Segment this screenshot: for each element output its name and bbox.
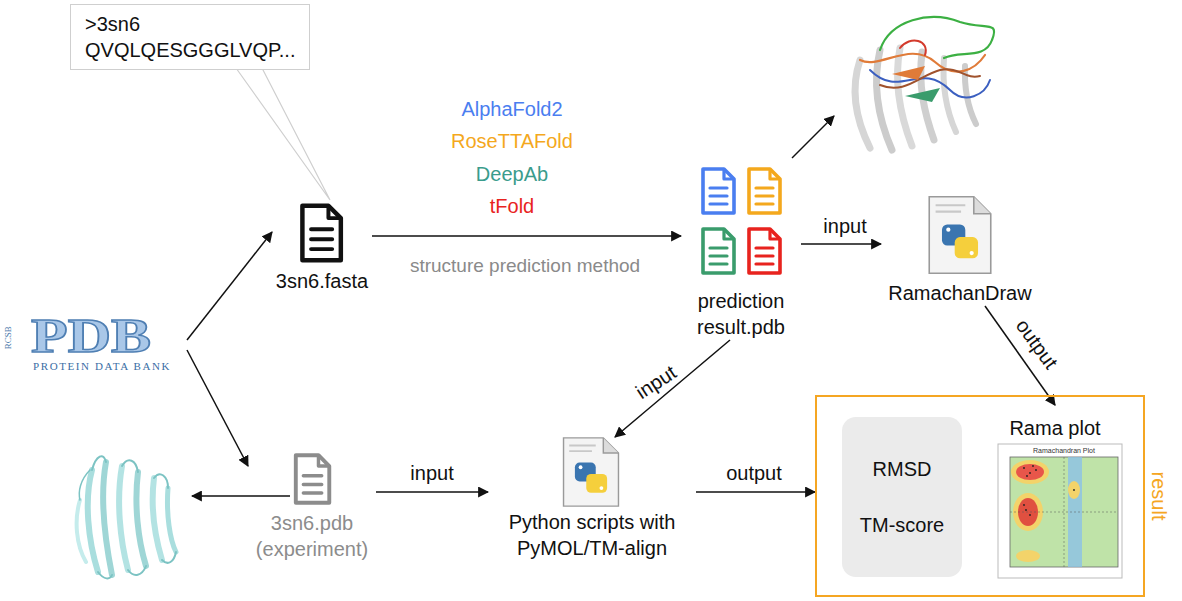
art-stroke xyxy=(153,478,162,560)
art-stroke xyxy=(1016,550,1040,562)
method-name: RoseTTAFold xyxy=(451,129,573,153)
flow-arrow xyxy=(376,491,488,493)
art-stroke xyxy=(88,470,98,572)
ramachandraw-script: RamachanDraw xyxy=(881,192,1039,306)
fasta-file-icon xyxy=(302,206,340,261)
rama-plot-box: Rama plot xyxy=(975,405,1135,587)
node-text: Python scripts with PyMOL/TM-align xyxy=(488,509,696,561)
flow-arrow xyxy=(187,232,272,340)
python-scripts: Python scripts with PyMOL/TM-align xyxy=(488,437,696,561)
art-stroke xyxy=(1073,489,1075,491)
node-text: Rama plot xyxy=(975,415,1135,441)
plot-title: Ramachandran Plot xyxy=(1033,447,1095,455)
art-stroke xyxy=(1023,504,1025,506)
art-stroke xyxy=(1035,469,1037,471)
art-stroke xyxy=(1032,465,1034,467)
art-stroke xyxy=(103,462,112,575)
prediction-file-icon xyxy=(703,229,734,273)
edge-label: input xyxy=(631,360,680,404)
art-stroke xyxy=(892,66,925,80)
art-stroke xyxy=(98,552,176,578)
python-script-icon xyxy=(564,438,619,506)
node-text: RCSB xyxy=(3,326,15,349)
flow-arrow xyxy=(187,350,248,466)
art-stroke xyxy=(119,466,128,570)
art-stroke xyxy=(79,470,90,500)
art-stroke xyxy=(900,41,926,55)
node-text: RMSD xyxy=(873,456,932,482)
flow-arrow xyxy=(696,491,815,493)
metrics-box: RMSD TM-score xyxy=(842,417,962,577)
callout-tail xyxy=(236,68,330,200)
arrow-to-structure xyxy=(792,116,834,158)
python-script-icon xyxy=(929,197,991,273)
node-text: 3sn6.pdb (experiment) xyxy=(248,510,376,562)
method-name: tFold xyxy=(490,194,534,218)
art-stroke xyxy=(1029,514,1031,516)
pdb-file: 3sn6.pdb (experiment) xyxy=(248,452,376,562)
edge-label: output xyxy=(1011,314,1063,373)
art-stroke xyxy=(1029,472,1031,474)
node-text: PROTEIN DATA BANK xyxy=(33,360,171,373)
fasta-file: 3sn6.fasta xyxy=(272,198,372,294)
node-text: PDB xyxy=(31,312,151,360)
art-stroke xyxy=(77,500,86,562)
art-stroke xyxy=(880,69,980,87)
edge-label: output xyxy=(726,461,782,485)
method-name: DeepAb xyxy=(476,162,548,186)
flow-arrow xyxy=(372,235,681,237)
result-box: RMSDTM-scoreRama plotresult xyxy=(815,395,1145,597)
edge-label: structure prediction method xyxy=(410,255,640,278)
art-stroke xyxy=(1010,457,1118,567)
experimental-structure xyxy=(77,456,176,578)
prediction-files: prediction result.pdb xyxy=(681,160,801,340)
art-stroke xyxy=(1023,465,1075,516)
art-stroke xyxy=(1016,464,1044,480)
edge-label: input xyxy=(823,214,866,238)
art-stroke xyxy=(92,456,168,488)
art-stroke xyxy=(136,472,146,566)
node-text: RamachanDraw xyxy=(881,280,1039,306)
rama-plot-image xyxy=(998,444,1122,578)
art-stroke xyxy=(1026,475,1028,477)
art-stroke xyxy=(905,88,940,102)
node-text: QVQLQESGGGLVQP... xyxy=(85,37,295,63)
fasta-callout: >3sn6QVQLQESGGGLVQP... xyxy=(70,4,310,70)
art-stroke xyxy=(1011,460,1049,484)
pdb-file-icon xyxy=(296,455,329,503)
art-stroke xyxy=(998,444,1122,578)
method-name: AlphaFold2 xyxy=(461,97,562,121)
pdb-logo: RCSB PDBPROTEIN DATA BANK xyxy=(5,310,187,378)
art-stroke xyxy=(1068,481,1080,499)
node-text: TM-score xyxy=(860,512,944,538)
flow-arrow xyxy=(801,243,881,245)
art-stroke xyxy=(167,488,176,552)
prediction-file-icon xyxy=(703,169,734,213)
predicted-structure xyxy=(855,17,994,150)
art-stroke xyxy=(876,50,892,150)
arrow-to-structure xyxy=(192,495,290,497)
node-text: 3sn6.fasta xyxy=(272,268,372,294)
art-stroke xyxy=(880,17,994,58)
node-text: prediction result.pdb xyxy=(681,288,801,340)
prediction-file-icon xyxy=(749,169,780,213)
art-stroke xyxy=(855,60,870,148)
art-stroke xyxy=(1023,467,1025,469)
flow-arrow xyxy=(615,340,730,437)
art-stroke xyxy=(1025,509,1027,511)
edge-label: input xyxy=(410,461,453,485)
node-text: result xyxy=(1146,456,1172,536)
node-text: >3sn6 xyxy=(85,11,295,37)
prediction-file-icon xyxy=(749,229,780,273)
art-stroke xyxy=(1010,457,1118,567)
